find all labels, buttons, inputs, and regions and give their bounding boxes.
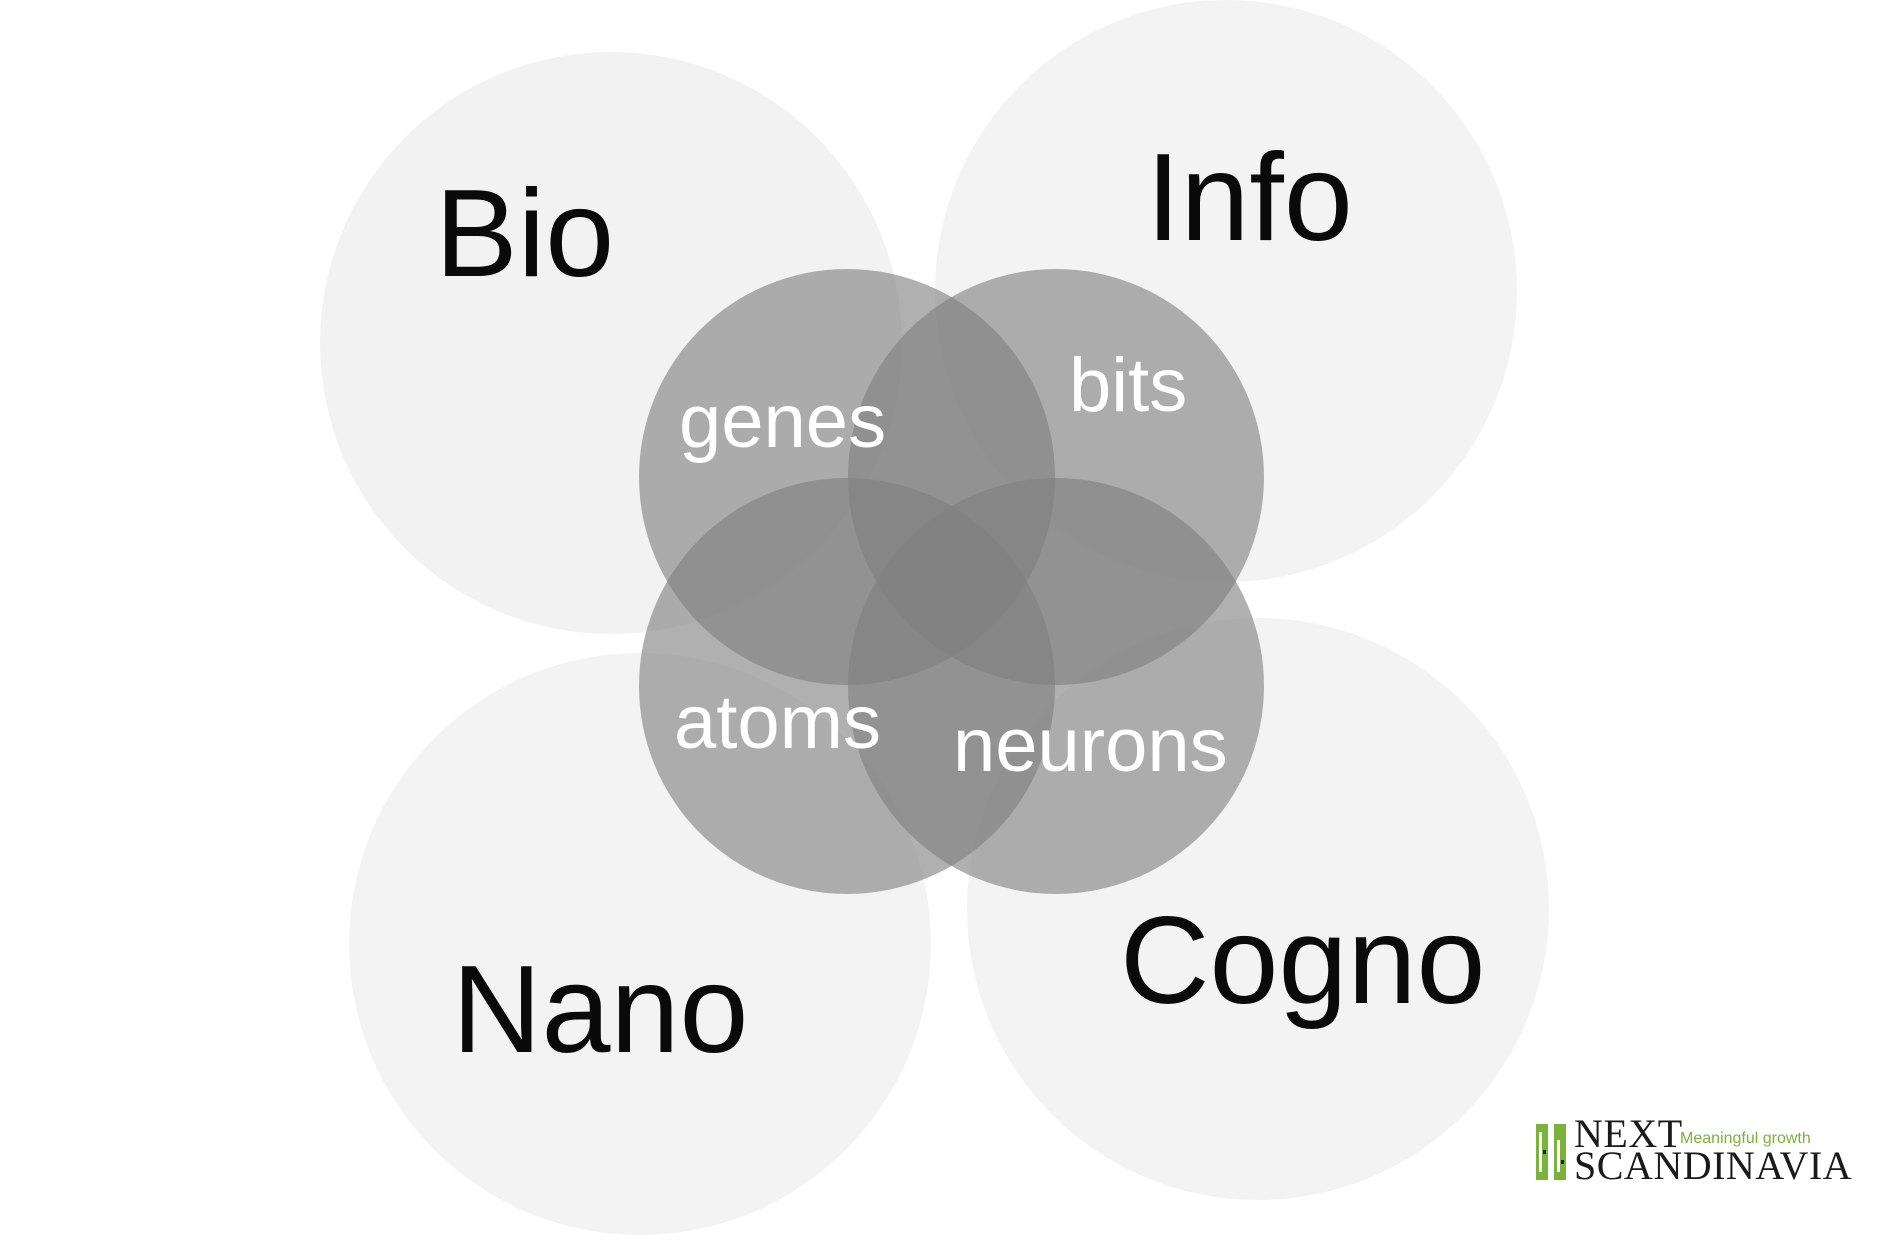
label-bits: bits xyxy=(1069,343,1187,428)
inner-circles xyxy=(639,269,1264,894)
label-neurons: neurons xyxy=(953,703,1228,788)
label-bio: Bio xyxy=(435,165,614,303)
logo-next-text: NEXT xyxy=(1574,1111,1683,1156)
logo-scandinavia-text: SCANDINAVIA xyxy=(1574,1143,1853,1188)
neurons-circle xyxy=(848,478,1264,894)
label-cogno: Cogno xyxy=(1120,892,1485,1030)
logo-tagline: Meaningful growth xyxy=(1680,1130,1811,1147)
label-nano: Nano xyxy=(452,941,748,1079)
next-scandinavia-logo: NEXT Meaningful growth SCANDINAVIA xyxy=(1534,1112,1854,1190)
label-genes: genes xyxy=(679,379,886,464)
logo-mark-icon xyxy=(1536,1124,1566,1180)
label-atoms: atoms xyxy=(674,680,881,765)
label-info: Info xyxy=(1146,129,1353,267)
